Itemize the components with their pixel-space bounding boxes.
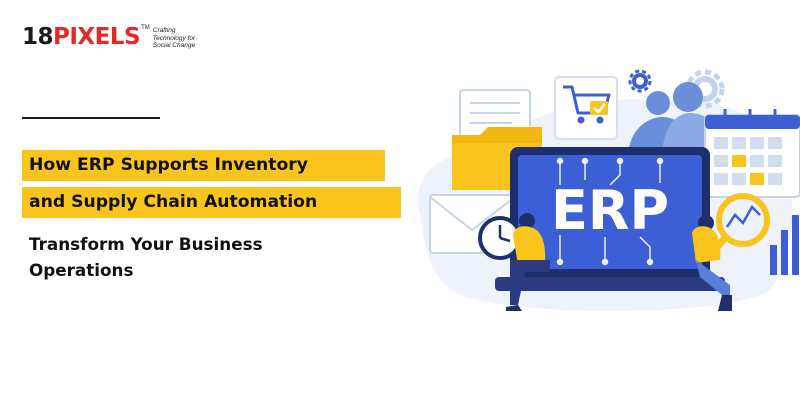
brand-logo: 18PIXELS TM Crafting Technology for Soci…: [22, 24, 215, 50]
logo-tagline: Crafting Technology for Social Change: [153, 27, 215, 50]
magnifier-icon: [708, 193, 770, 257]
calendar-icon: [704, 109, 800, 198]
logo-number: 18: [22, 24, 54, 50]
tagline-line-1: Crafting: [152, 27, 176, 34]
tagline-line-3: Social Change: [152, 42, 196, 49]
erp-illustration: ERP: [400, 55, 800, 325]
person-left: [506, 213, 550, 311]
trademark-mark: TM: [141, 25, 150, 31]
logo-word: PIXELS: [53, 24, 141, 50]
subheadline-line-2: Operations: [29, 260, 134, 280]
gear-icon: [628, 69, 652, 93]
erp-monitor: ERP: [495, 147, 725, 291]
subheadline-line-1: Transform Your Business: [29, 234, 263, 254]
logo-wordmark: 18PIXELS: [22, 24, 141, 50]
shopping-cart-icon: [554, 76, 618, 140]
headline-line-2: and Supply Chain Automation: [22, 187, 401, 218]
erp-screen-label: ERP: [551, 179, 669, 242]
tagline-line-2: Technology for: [152, 34, 196, 42]
subheadline: Transform Your Business Operations: [29, 231, 263, 283]
headline-line-1: How ERP Supports Inventory: [22, 150, 385, 181]
bar-chart-icon: [770, 215, 799, 275]
person-right: [692, 215, 732, 311]
divider-line: [22, 117, 160, 119]
